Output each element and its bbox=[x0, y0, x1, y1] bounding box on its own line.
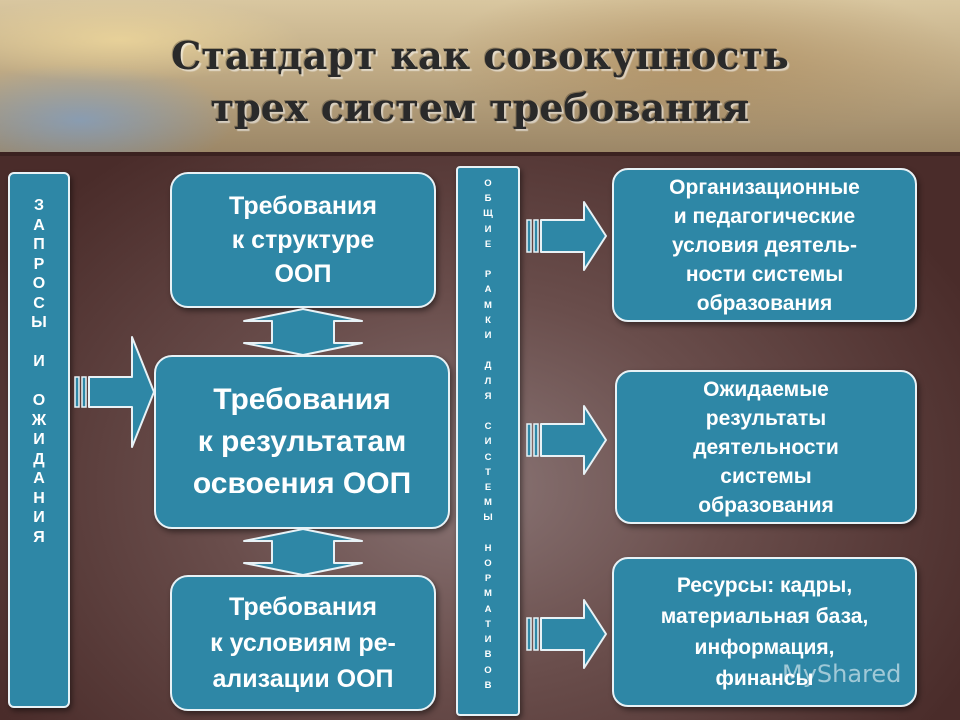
results-requirements-box: Требования к результатам освоения ООП bbox=[154, 355, 450, 529]
results-requirements-text: Требования к результатам освоения ООП bbox=[192, 383, 412, 500]
organizational-conditions-box: Организационные и педагогические условия… bbox=[612, 168, 917, 322]
conditions-requirements-box: Требования к условиям ре- ализации ООП bbox=[170, 575, 436, 711]
double-arrow-bottom-icon bbox=[243, 528, 363, 576]
title-line-2: трех систем требования bbox=[210, 85, 750, 130]
structure-requirements-text: Требования к структуре ООП bbox=[229, 192, 377, 288]
expected-results-text: Ожидаемые результаты деятельности систем… bbox=[693, 377, 839, 517]
expected-results-box: Ожидаемые результаты деятельности систем… bbox=[615, 370, 917, 524]
requests-expectations-label: З А П Р О С Ы И О Ж И Д А Н И Я bbox=[31, 197, 47, 546]
common-framework-label: О Б Щ И Е Р А М К И Д Л Я С И С Т Е М Ы … bbox=[483, 178, 493, 691]
header-banner bbox=[0, 0, 960, 152]
arrow-to-expected-icon bbox=[526, 405, 607, 475]
common-framework-bar: О Б Щ И Е Р А М К И Д Л Я С И С Т Е М Ы … bbox=[456, 166, 520, 716]
resources-box: Ресурсы: кадры, материальная база, инфор… bbox=[612, 557, 917, 707]
arrow-to-resources-icon bbox=[526, 599, 607, 669]
requests-expectations-bar: З А П Р О С Ы И О Ж И Д А Н И Я bbox=[8, 172, 70, 708]
right-arrow-icon bbox=[74, 336, 155, 448]
organizational-conditions-text: Организационные и педагогические условия… bbox=[669, 175, 860, 315]
watermark: MyShared bbox=[782, 660, 902, 688]
resources-text: Ресурсы: кадры, материальная база, инфор… bbox=[660, 574, 869, 690]
arrow-to-organizational-icon bbox=[526, 201, 607, 271]
header-divider bbox=[0, 152, 960, 156]
title-line-1: Стандарт как совокупность bbox=[171, 33, 789, 78]
slide-title: Стандарт как совокупность трех систем тр… bbox=[0, 30, 960, 134]
structure-requirements-box: Требования к структуре ООП bbox=[170, 172, 436, 308]
double-arrow-top-icon bbox=[243, 308, 363, 356]
conditions-requirements-text: Требования к условиям ре- ализации ООП bbox=[210, 593, 396, 693]
